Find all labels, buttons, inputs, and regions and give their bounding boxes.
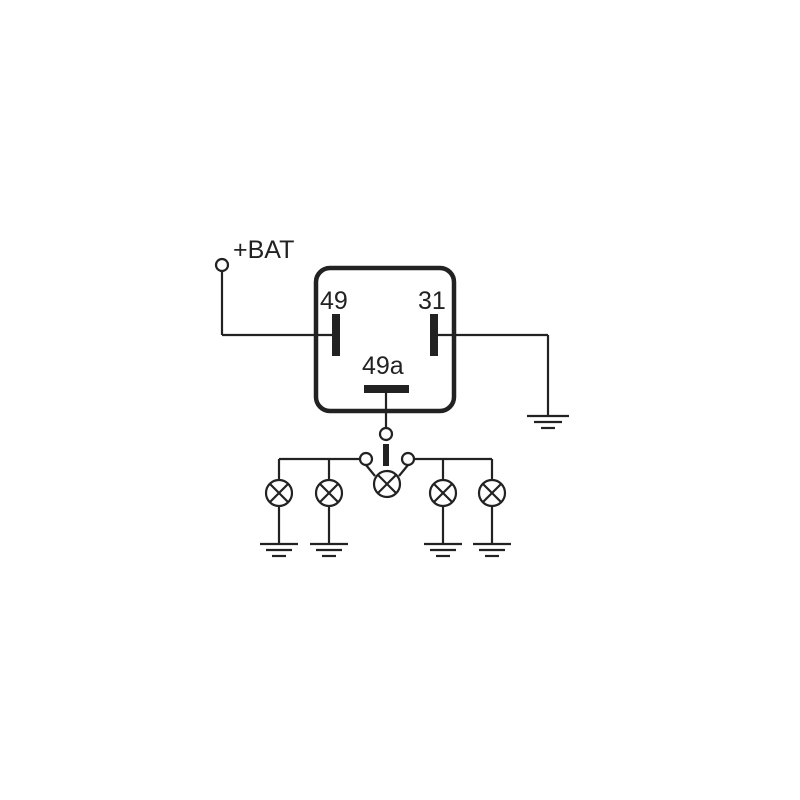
terminal-31-contact [430,314,438,356]
right-lamp-bus [414,457,494,480]
terminal-49a-label: 49a [362,352,404,380]
ground-icon [310,542,348,558]
terminal-31-label: 31 [418,287,446,315]
ground-icon [260,542,298,558]
ground-icon [473,542,511,558]
terminal-49-label: 49 [320,287,348,315]
ground-icon [527,414,569,430]
indicator-lamp-icon [365,464,409,499]
lamp-icon [264,478,294,544]
flasher-relay: 49 31 49a [313,265,457,414]
terminal-49-contact [332,314,340,356]
switch-contact-left [358,451,374,467]
supply-label: +BAT [233,236,294,264]
lamp-icon [428,478,458,544]
turn-signal-switch [358,444,416,467]
ground-wire-31 [438,333,550,416]
switch-lever [383,444,389,466]
lamp-icon [314,478,344,544]
ground-icon [424,542,462,558]
terminal-49a-contact [364,385,409,393]
lamp-icon [477,478,507,544]
left-lamp-bus [277,457,360,480]
switch-feed [378,393,394,442]
switch-contact-right [400,451,416,467]
